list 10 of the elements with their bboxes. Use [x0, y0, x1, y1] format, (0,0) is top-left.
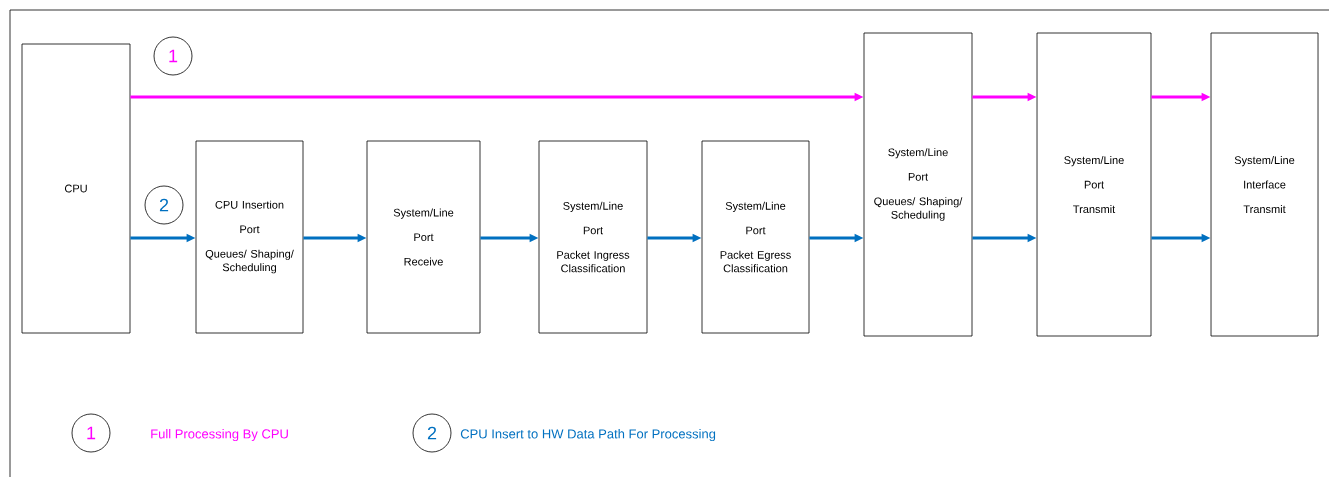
process-box: System/Line Port Packet Ingress Classification [538, 140, 648, 334]
process-box: System/Line Port Packet Egress Classification [701, 140, 810, 334]
legend-text: CPU Insert to HW Data Path For Processing [460, 428, 716, 442]
process-box: CPU Insertion Port Queues/ Shaping/ Scheduling [195, 140, 304, 334]
legend-text: Full Processing By CPU [151, 428, 288, 442]
process-box: System/Line Port Queues/ Shaping/ Scheduling [863, 32, 973, 337]
process-box: System/Line Interface Transmit [1210, 32, 1319, 337]
process-box: System/Line Port Receive [366, 140, 481, 334]
process-box: CPU [21, 43, 131, 334]
process-box: System/Line Port Transmit [1036, 32, 1152, 337]
